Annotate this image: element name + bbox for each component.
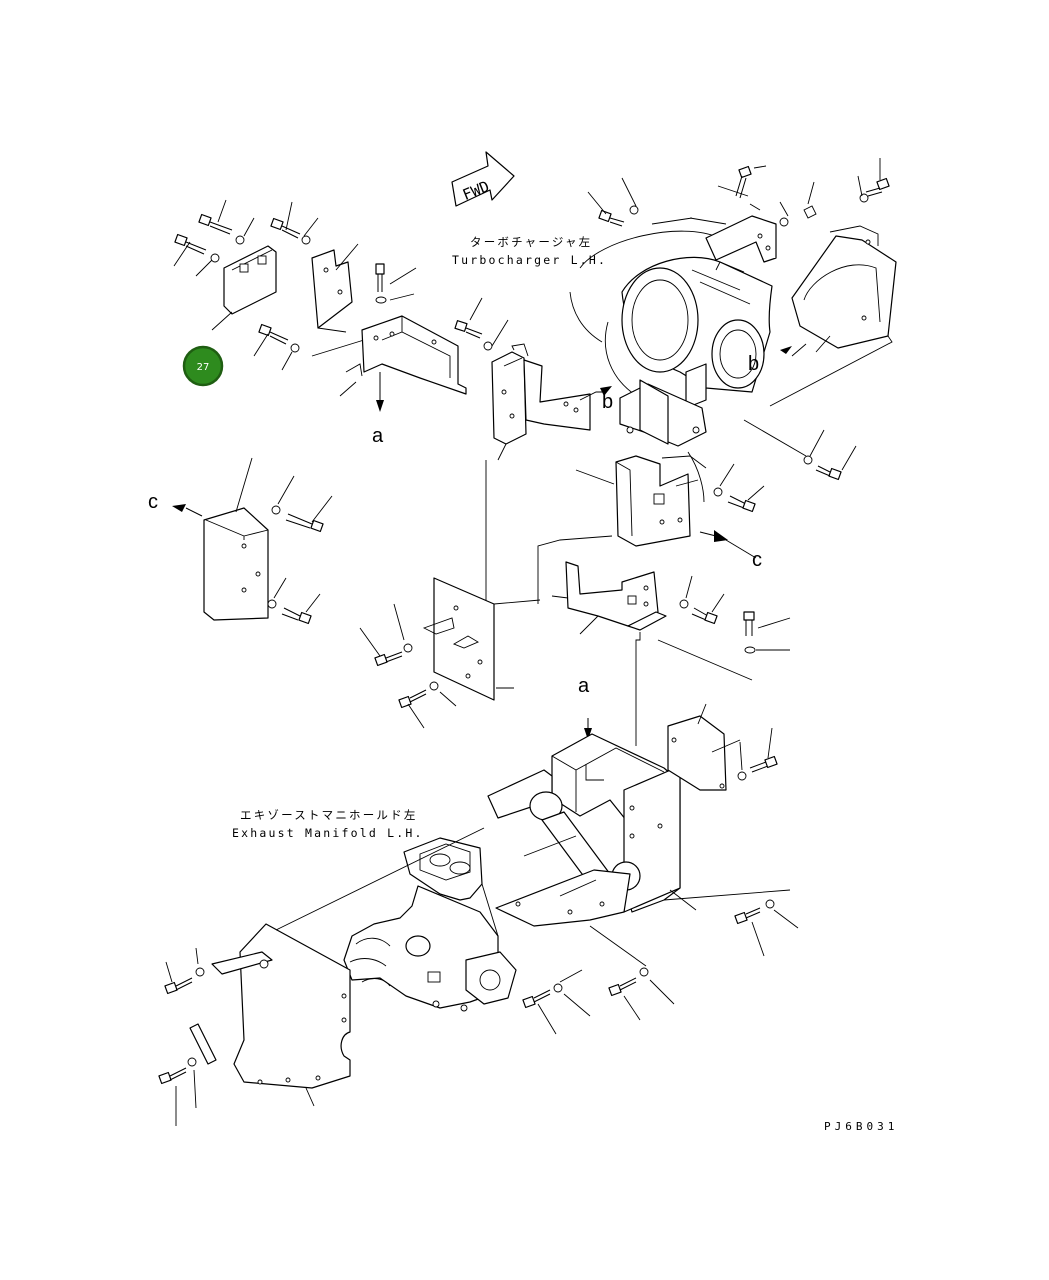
washer-icon [744, 646, 756, 654]
bolt-icon [375, 263, 385, 292]
turbocharger-label-jp: ターボチャージャ左 [470, 235, 592, 249]
bolt-icon [743, 611, 755, 636]
washer-icon [765, 899, 775, 909]
exhaust-manifold-label-jp: エキゾーストマニホールド左 [240, 808, 418, 822]
washer-icon [210, 253, 220, 263]
turbocharger [569, 158, 897, 481]
washer-icon [553, 983, 563, 993]
bolt-icon [734, 907, 761, 925]
washer-icon [779, 217, 789, 227]
vertical-plate [359, 577, 541, 729]
bolt-icon [815, 465, 842, 481]
u-bracket [339, 263, 467, 412]
washer-icon [803, 455, 813, 465]
bolt-icon [374, 651, 403, 667]
washer-icon [429, 681, 439, 691]
drawing-code: PJ6B031 [824, 1120, 898, 1133]
lower-bracket [551, 561, 791, 746]
washer-icon [483, 341, 493, 351]
bolt-icon [164, 977, 193, 995]
bolt-icon [270, 217, 301, 239]
nut-icon [803, 205, 817, 219]
ref-letter-b-left: b [602, 391, 613, 413]
washer-icon [271, 505, 281, 515]
ref-letter-c-right: c [752, 549, 762, 571]
bolt-icon [174, 233, 207, 255]
washer-icon [235, 235, 245, 245]
bolt-icon [608, 977, 637, 997]
bolt-icon [691, 607, 718, 625]
bolt-icon [749, 755, 778, 773]
washer-icon [187, 1057, 197, 1067]
exhaust-manifold-label-en: Exhaust Manifold L.H. [232, 826, 424, 840]
manifold-support-bracket [487, 703, 791, 927]
washer-icon [679, 599, 689, 609]
ref-letter-b-right: b [748, 353, 759, 375]
bolt-icon [198, 213, 233, 235]
bolt-icon [454, 320, 483, 339]
washer-icon [639, 967, 649, 977]
bolt-icon [258, 323, 289, 345]
callout-badge-number: 27 [197, 362, 210, 373]
bolt-icon [285, 513, 324, 533]
washer-icon [737, 771, 747, 781]
bolt-icon [735, 165, 752, 199]
upper-left-bracket-group [173, 199, 365, 371]
washer-icon [301, 235, 311, 245]
bolt-icon [158, 1067, 187, 1085]
bolt-icon [727, 495, 756, 513]
bolt-icon [865, 177, 890, 197]
bolt-icon [522, 989, 551, 1009]
bolt-icon [281, 607, 312, 625]
washer-icon [195, 967, 205, 977]
washer-icon [375, 296, 387, 304]
callout-badge[interactable]: 27 [182, 345, 224, 387]
mid-block [537, 451, 765, 604]
bottom-bolts [522, 899, 799, 1035]
left-shield-block [172, 457, 333, 625]
washer-icon [859, 193, 869, 203]
bolt-icon [398, 689, 427, 709]
washer-icon [629, 205, 639, 215]
ref-letter-a-bottom: a [578, 675, 590, 697]
bolt-icon [598, 209, 625, 227]
washer-icon [713, 487, 723, 497]
bottom-left-cover [158, 827, 485, 1126]
washer-icon [403, 643, 413, 653]
ref-letter-a-top: a [372, 425, 384, 447]
washer-icon [290, 343, 300, 353]
fwd-arrow-icon: FWD [451, 151, 515, 207]
vertical-bracket-pair [454, 297, 612, 604]
turbocharger-label-en: Turbocharger L.H. [452, 253, 607, 267]
washer-icon [267, 599, 277, 609]
exhaust-manifold [343, 837, 517, 1012]
ref-letter-c-left: c [148, 491, 158, 513]
